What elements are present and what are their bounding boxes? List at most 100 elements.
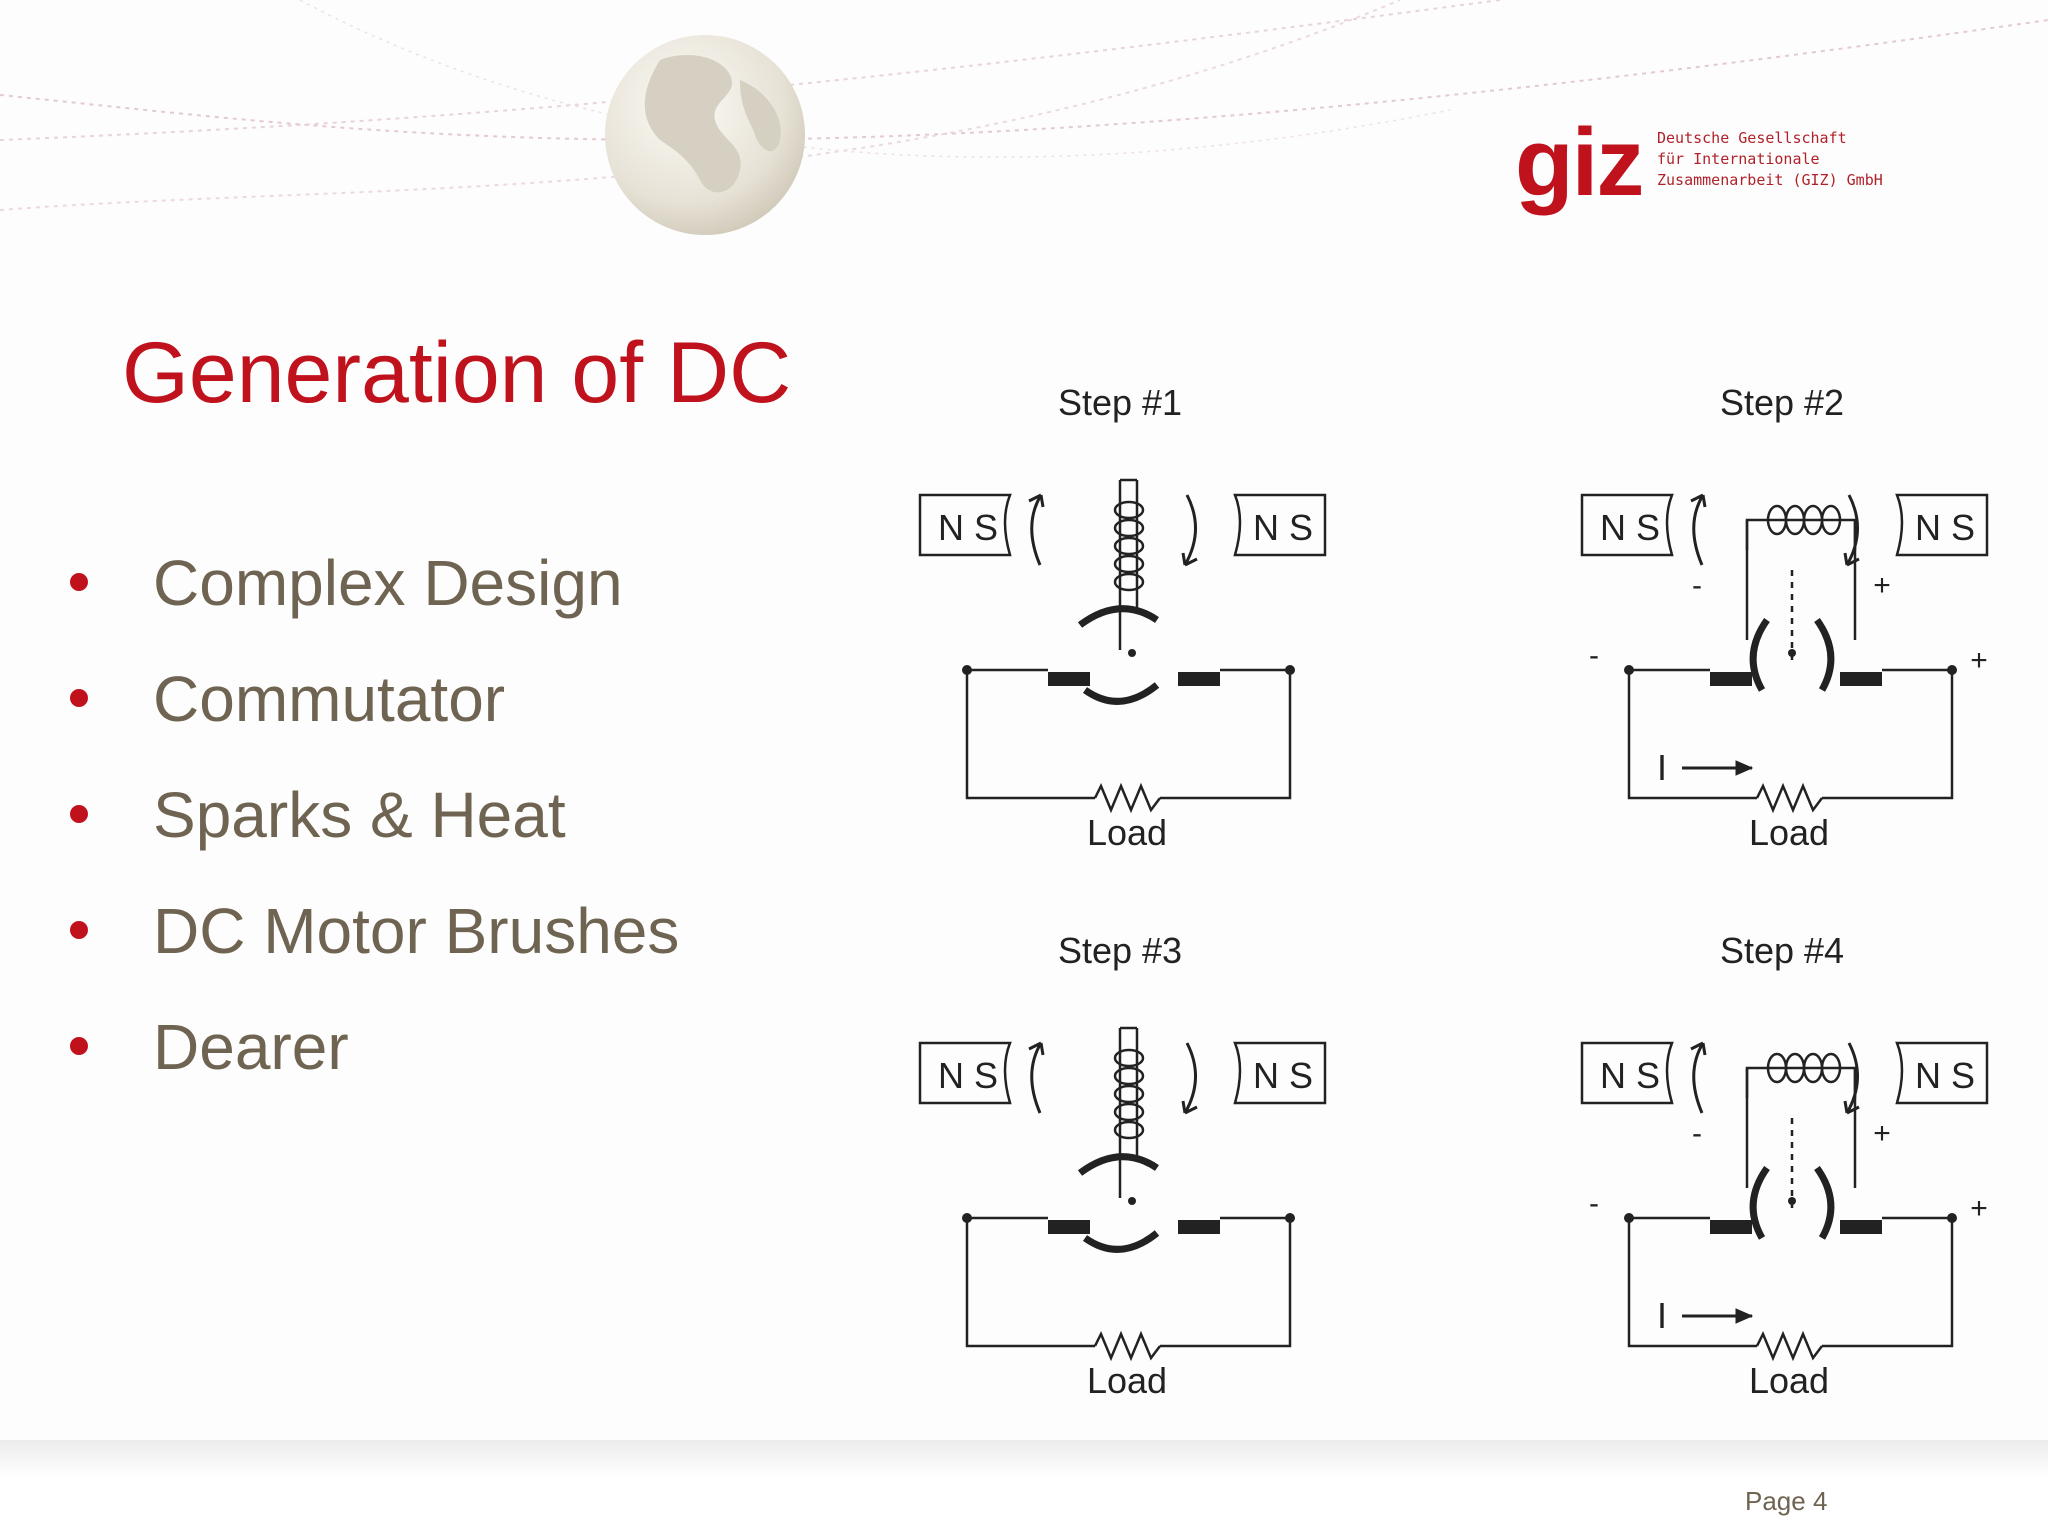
logo-mark: giz xyxy=(1515,109,1644,216)
commutator-axle xyxy=(1788,1197,1796,1205)
current-arrowhead xyxy=(1735,1308,1754,1324)
terminal-dot xyxy=(1285,665,1295,675)
rotation-arrow-right xyxy=(1183,1042,1197,1114)
coil-turn xyxy=(1113,572,1145,592)
armature-wire xyxy=(1745,520,1857,640)
commutator-axle xyxy=(1788,649,1796,657)
page-number: Page 4 xyxy=(1745,1486,1828,1516)
magnet-right xyxy=(1895,1041,1989,1105)
bullet-icon xyxy=(70,805,88,823)
globe-icon xyxy=(605,35,805,235)
load-label: Load xyxy=(1087,812,1167,853)
coil-plus-sign: + xyxy=(1873,1117,1891,1150)
terminal-dot xyxy=(1624,665,1634,675)
magnet-right-label: N S xyxy=(1915,1055,1975,1096)
rotation-arrow-left xyxy=(1692,494,1705,566)
commutator-segment xyxy=(1749,1165,1770,1240)
arrowhead xyxy=(1028,1041,1045,1056)
magnet-right xyxy=(1233,1041,1327,1105)
commutator-segment xyxy=(1814,1165,1835,1240)
load-label: Load xyxy=(1749,812,1829,853)
circuit-wire xyxy=(965,668,1292,800)
load-label: Load xyxy=(1087,1360,1167,1401)
commutator-segment xyxy=(1082,682,1160,705)
circuit-wire xyxy=(1627,668,1954,800)
bullet-icon xyxy=(70,573,88,591)
bullet-icon xyxy=(70,921,88,939)
commutator-segment xyxy=(1077,1153,1159,1176)
coil-turn xyxy=(1113,518,1145,538)
circuit-wire xyxy=(1627,1216,1954,1348)
arrowhead xyxy=(1690,493,1707,508)
magnet-right-label: N S xyxy=(1915,507,1975,548)
brush-right xyxy=(1840,1220,1882,1234)
arrowhead xyxy=(1181,1100,1198,1115)
magnet-right xyxy=(1895,493,1989,557)
rotation-arrow-left xyxy=(1692,1042,1705,1114)
coil-minus-sign: - xyxy=(1692,569,1702,602)
current-label: I xyxy=(1657,747,1667,788)
armature-wire xyxy=(1118,1028,1139,1198)
load-resistor xyxy=(1093,1330,1161,1362)
terminal-minus-sign: - xyxy=(1589,639,1599,672)
terminal-dot xyxy=(1285,1213,1295,1223)
commutator-segment xyxy=(1082,1230,1160,1253)
arrowhead xyxy=(1843,552,1860,567)
magnet-left xyxy=(1580,1041,1674,1105)
magnet-left-label: N S xyxy=(938,507,998,548)
bullet-icon xyxy=(70,1037,88,1055)
load-resistor xyxy=(1755,782,1823,814)
magnet-right xyxy=(1233,493,1327,557)
magnet-left xyxy=(1580,493,1674,557)
coil-turn xyxy=(1113,1120,1145,1140)
step-title: Step #2 xyxy=(1720,382,1844,423)
terminal-dot xyxy=(1947,665,1957,675)
brush-right xyxy=(1840,672,1882,686)
terminal-dot xyxy=(1624,1213,1634,1223)
arrowhead xyxy=(1028,493,1045,508)
terminal-dot xyxy=(1947,1213,1957,1223)
rotation-arrow-right xyxy=(1183,494,1197,566)
commutator-segment xyxy=(1077,605,1159,628)
commutator-axle xyxy=(1128,1197,1136,1205)
load-resistor xyxy=(1093,782,1161,814)
coil-turn xyxy=(1113,554,1145,574)
terminal-minus-sign: - xyxy=(1589,1187,1599,1220)
terminal-plus-sign: + xyxy=(1970,644,1988,677)
coil-turn xyxy=(1113,1102,1145,1122)
footer-bar xyxy=(0,1440,2048,1536)
current-label: I xyxy=(1657,1295,1667,1336)
current-arrowhead xyxy=(1735,760,1754,776)
rotation-arrow-left xyxy=(1030,1042,1043,1114)
coil-turn xyxy=(1820,504,1842,536)
step-title: Step #4 xyxy=(1720,930,1844,971)
commutator-segment xyxy=(1749,617,1770,692)
coil-turn xyxy=(1113,536,1145,556)
armature-wire xyxy=(1745,1068,1857,1188)
magnet-right-label: N S xyxy=(1253,507,1313,548)
brush-right xyxy=(1178,672,1220,686)
magnet-left xyxy=(918,493,1012,557)
rotation-arrow-right xyxy=(1845,1042,1859,1114)
page-title: Generation of DC xyxy=(122,325,792,421)
rotation-arrow-left xyxy=(1030,494,1043,566)
brush-left xyxy=(1710,672,1752,686)
magnet-left xyxy=(918,1041,1012,1105)
terminal-dot xyxy=(962,665,972,675)
magnet-left-label: N S xyxy=(938,1055,998,1096)
coil-plus-sign: + xyxy=(1873,569,1891,602)
coil-turn xyxy=(1113,1066,1145,1086)
coil-turn xyxy=(1113,1084,1145,1104)
armature-wire xyxy=(1118,480,1139,650)
terminal-dot xyxy=(962,1213,972,1223)
load-label: Load xyxy=(1749,1360,1829,1401)
bullet-icon xyxy=(70,689,88,707)
arrowhead xyxy=(1843,1100,1860,1115)
